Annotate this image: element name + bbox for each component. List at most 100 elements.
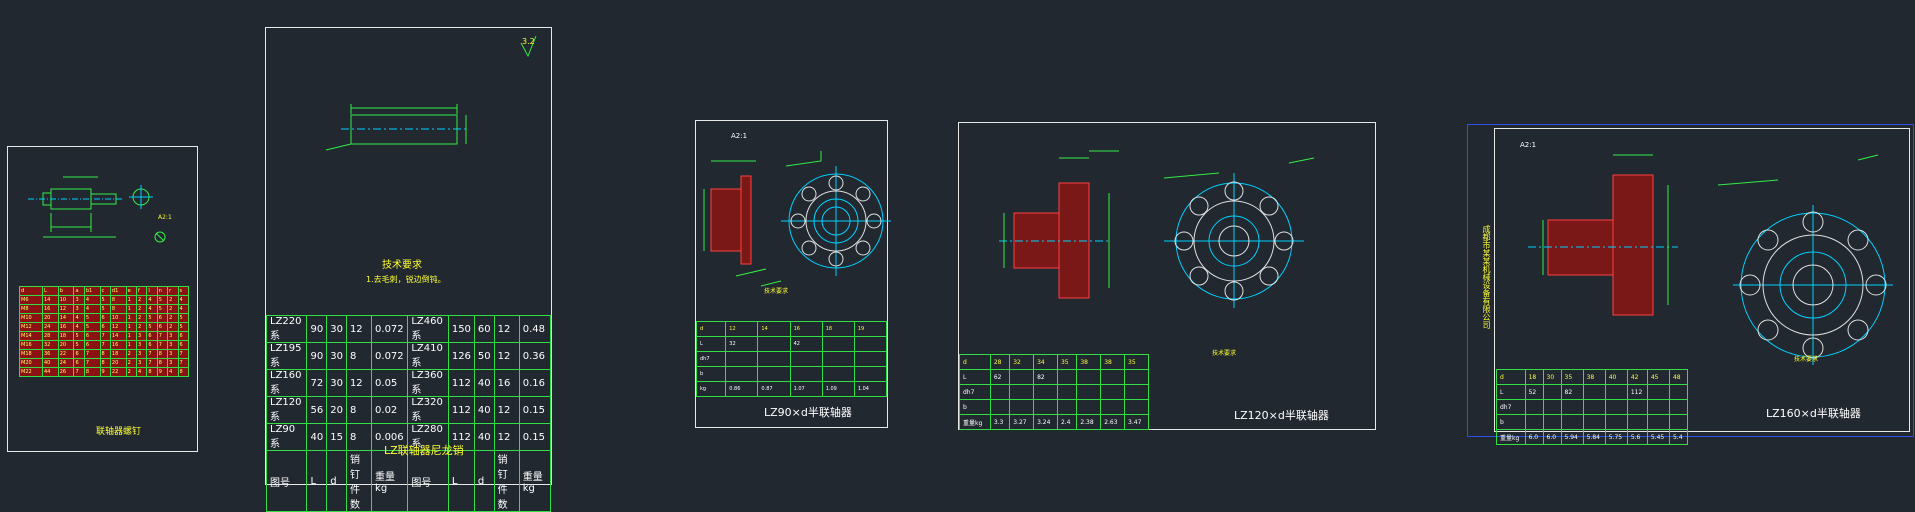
screw-sheet-title: 联轴器螺钉 [96, 427, 142, 437]
table-cell: 3.3 [989, 414, 1011, 430]
table-cell: 0.006 [371, 423, 409, 451]
table-cell: L [1496, 384, 1526, 400]
table-cell [1076, 384, 1102, 400]
table-cell: 60 [473, 315, 495, 343]
table-header-cell: 32 [1009, 354, 1035, 370]
table-cell: 重量kg [371, 450, 409, 512]
table-cell [1582, 414, 1606, 430]
table-cell: L [306, 450, 328, 512]
table-cell: 150 [447, 315, 475, 343]
table-cell [1646, 414, 1670, 430]
table-cell [1124, 384, 1149, 400]
table-cell: b [959, 399, 991, 415]
table-cell: d [473, 450, 495, 512]
table-cell: 8 [345, 396, 373, 424]
table-cell: 重量kg [1496, 429, 1526, 445]
table-cell [989, 399, 1011, 415]
table-header-cell: 28 [989, 354, 1011, 370]
table-header-cell: 45 [1646, 369, 1670, 385]
table-header-cell: 18 [1524, 369, 1544, 385]
table-header-cell: 40 [1604, 369, 1628, 385]
table-cell: LZ90系 [265, 423, 308, 451]
table-cell: 50 [473, 342, 495, 370]
table-cell: LZ460系 [407, 315, 449, 343]
table-cell: 56 [306, 396, 328, 424]
table-cell [1646, 399, 1670, 415]
table-cell: LZ195系 [265, 342, 308, 370]
lz160-drawing [1528, 154, 1893, 365]
table-row: b [959, 399, 1149, 415]
table-cell [1009, 369, 1035, 385]
table-cell: 销钉件数 [345, 450, 373, 512]
table-cell: b [1496, 414, 1526, 430]
screw-drawing [28, 176, 166, 243]
table-row: dh7 [1496, 399, 1689, 415]
table-cell [1124, 369, 1149, 385]
table-cell: 30 [326, 315, 347, 343]
table-cell [1076, 369, 1102, 385]
table-cell [1542, 414, 1562, 430]
table-cell: 2.4 [1056, 414, 1078, 430]
table-row: b [1496, 414, 1689, 430]
table-cell: 52 [1524, 384, 1544, 400]
table-cell: dh7 [959, 384, 991, 400]
table-cell: 0.02 [371, 396, 409, 424]
lz160-tech-heading: 技术要求 [1794, 356, 1819, 363]
table-cell [989, 384, 1011, 400]
table-header-cell: 35 [1124, 354, 1149, 370]
table-cell: 0.36 [518, 342, 552, 370]
table-cell: 6.0 [1542, 429, 1562, 445]
table-cell [1626, 399, 1648, 415]
table-cell: 3.24 [1033, 414, 1058, 430]
table-cell: 2.38 [1076, 414, 1102, 430]
table-cell: 15 [326, 423, 347, 451]
pin-drawing [325, 35, 537, 151]
lz90-sheet-title: LZ90×d半联轴器 [764, 406, 852, 419]
table-cell [1100, 399, 1126, 415]
table-cell: LZ220系 [265, 315, 308, 343]
table-cell: 5.45 [1646, 429, 1670, 445]
table-cell [1542, 399, 1562, 415]
table-cell [1646, 384, 1670, 400]
table-header-cell: 38 [1582, 369, 1606, 385]
table-cell: 112 [447, 369, 475, 397]
table-cell: 12 [345, 315, 373, 343]
table-cell: 40 [473, 396, 495, 424]
table-header-cell: 34 [1033, 354, 1058, 370]
table-cell: 3.47 [1124, 414, 1149, 430]
table-cell: 72 [306, 369, 328, 397]
table-cell [1009, 399, 1035, 415]
table-cell: 5.94 [1560, 429, 1584, 445]
table-cell: 8 [345, 423, 373, 451]
lz120-drawing [999, 150, 1315, 308]
table-header-cell: 38 [1100, 354, 1126, 370]
table-cell: 12 [493, 342, 520, 370]
table-cell [1582, 399, 1606, 415]
table-header-cell: d [959, 354, 991, 370]
pin-tech-note: 1.去毛刺，锐边倒钝。 [366, 275, 446, 284]
lz160-company-vertical: 成都市某某机械设备有限公司 [1482, 225, 1491, 329]
table-cell: 112 [1626, 384, 1648, 400]
table-cell: 112 [447, 423, 475, 451]
lz90-tech-heading: 技术要求 [764, 288, 789, 295]
table-cell [1524, 399, 1544, 415]
lz90-drawing [703, 151, 891, 287]
table-cell: 8 [345, 342, 373, 370]
screw-scale-label: A2:1 [158, 214, 172, 221]
table-cell: 图号 [407, 450, 449, 512]
table-cell: 12 [493, 315, 520, 343]
lz90-scale-label: A2:1 [731, 132, 748, 140]
table-cell [1033, 384, 1058, 400]
